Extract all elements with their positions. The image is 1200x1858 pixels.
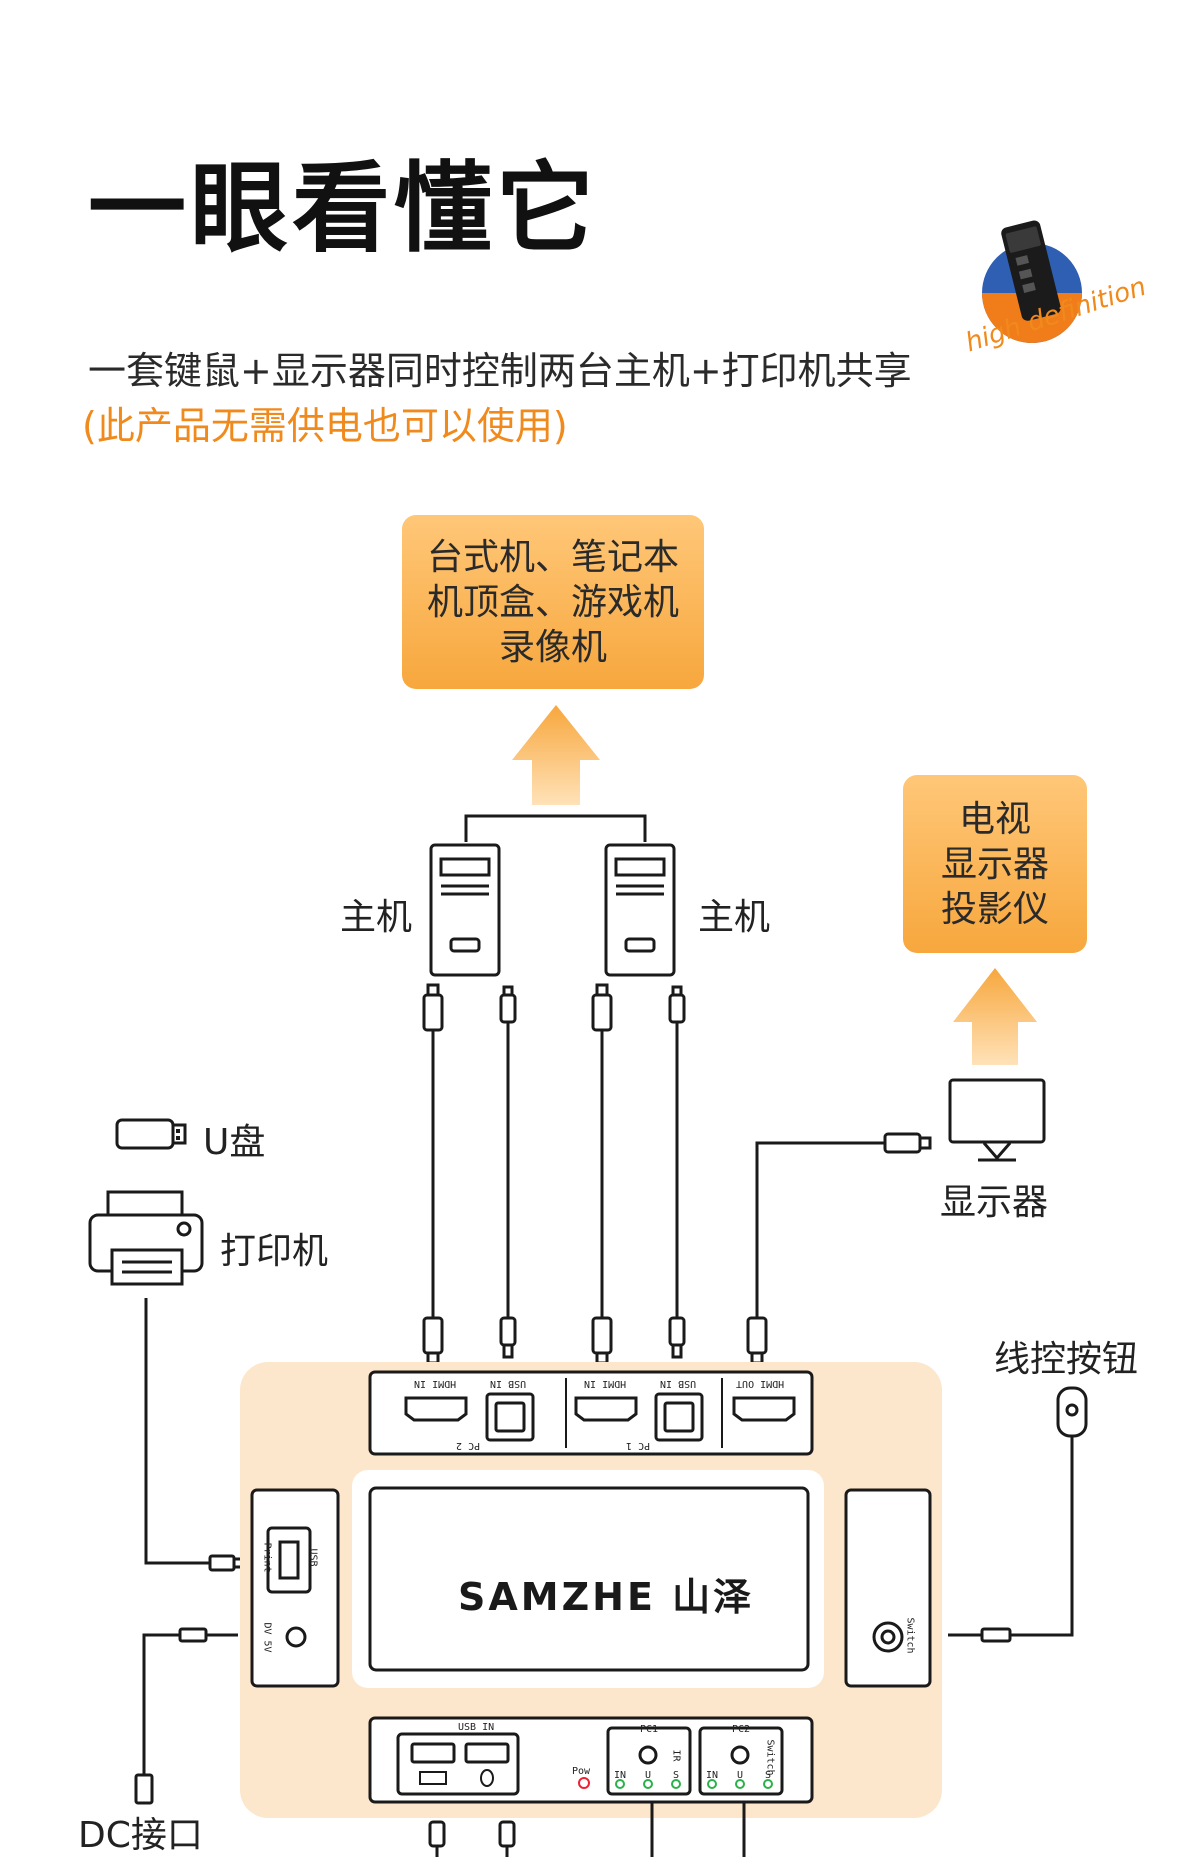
wire-button-label: 线控按钮: [994, 1339, 1139, 1380]
device-brand: SAMZHE 山泽: [458, 1575, 755, 1619]
product-badge-image: [982, 220, 1082, 343]
source-devices-box: 台式机、笔记本 机顶盒、游戏机 录像机: [402, 515, 704, 689]
pc1-bottom-label: PC1: [640, 1724, 659, 1735]
host-icon-right: [604, 843, 676, 977]
wire-button-icon: [948, 1386, 1088, 1643]
display-line-3: 投影仪: [940, 888, 1049, 930]
arrow-up-sources: [512, 705, 600, 805]
pc2-in-label: IN: [706, 1770, 719, 1781]
host-right-label: 主机: [698, 897, 771, 938]
hdmi-out-port-label: HDMI OUT: [736, 1378, 785, 1389]
pc1-s-label: S: [673, 1770, 680, 1781]
source-line-3: 录像机: [498, 626, 607, 668]
switch-port-label: Switch: [904, 1617, 916, 1654]
left-port-block: [250, 1488, 340, 1688]
pc2-group-label: PC 2: [456, 1440, 481, 1451]
right-port-block: [844, 1488, 932, 1688]
dc-port-label: DC接口: [78, 1815, 203, 1856]
display-line-1: 电视: [958, 798, 1031, 840]
source-line-2: 机顶盒、游戏机: [426, 581, 679, 623]
display-devices-box: 电视 显示器 投影仪: [903, 775, 1087, 953]
arrow-up-displays: [953, 968, 1037, 1065]
printer-label: 打印机: [220, 1231, 329, 1272]
host-left-label: 主机: [340, 897, 413, 938]
bottom-port-strip: [368, 1716, 814, 1804]
udisk-label: U盘: [203, 1122, 266, 1163]
pc2-hdmi-port-label: HDMI IN: [414, 1378, 457, 1389]
pc2-usb-port-label: USB IN: [490, 1378, 527, 1389]
usb-in-bottom-label: USB IN: [458, 1722, 495, 1733]
pc1-usb-port-label: USB IN: [660, 1378, 697, 1389]
usb-port-label: USB: [307, 1548, 319, 1567]
pc1-in-label: IN: [614, 1770, 627, 1781]
print-port-label: Print: [261, 1542, 273, 1573]
power-note: (此产品无需供电也可以使用): [82, 404, 568, 448]
ir-label: IR: [670, 1749, 682, 1762]
display-line-2: 显示器: [940, 843, 1049, 885]
monitor-icon: [948, 1078, 1046, 1162]
printer-icon: [88, 1190, 204, 1286]
pc1-u-label: U: [645, 1770, 652, 1781]
top-port-strip: [368, 1370, 814, 1456]
pc1-group-label: PC 1: [626, 1440, 651, 1451]
monitor-label: 显示器: [940, 1182, 1049, 1223]
source-line-1: 台式机、笔记本: [426, 536, 679, 578]
page-subtitle: 一套键鼠+显示器同时控制两台主机+打印机共享: [88, 349, 912, 393]
pow-label: Pow: [572, 1766, 591, 1777]
pc1-hdmi-port-label: HDMI IN: [584, 1378, 627, 1389]
usb-drive-icon: [115, 1118, 187, 1150]
dc-port-tiny-label: DV 5V: [261, 1622, 273, 1653]
pc2-bottom-label: PC2: [732, 1724, 751, 1735]
page-title: 一眼看懂它: [88, 152, 599, 266]
pc2-s-label: S: [765, 1770, 772, 1781]
host-icon-left: [429, 843, 501, 977]
pc2-u-label: U: [737, 1770, 744, 1781]
